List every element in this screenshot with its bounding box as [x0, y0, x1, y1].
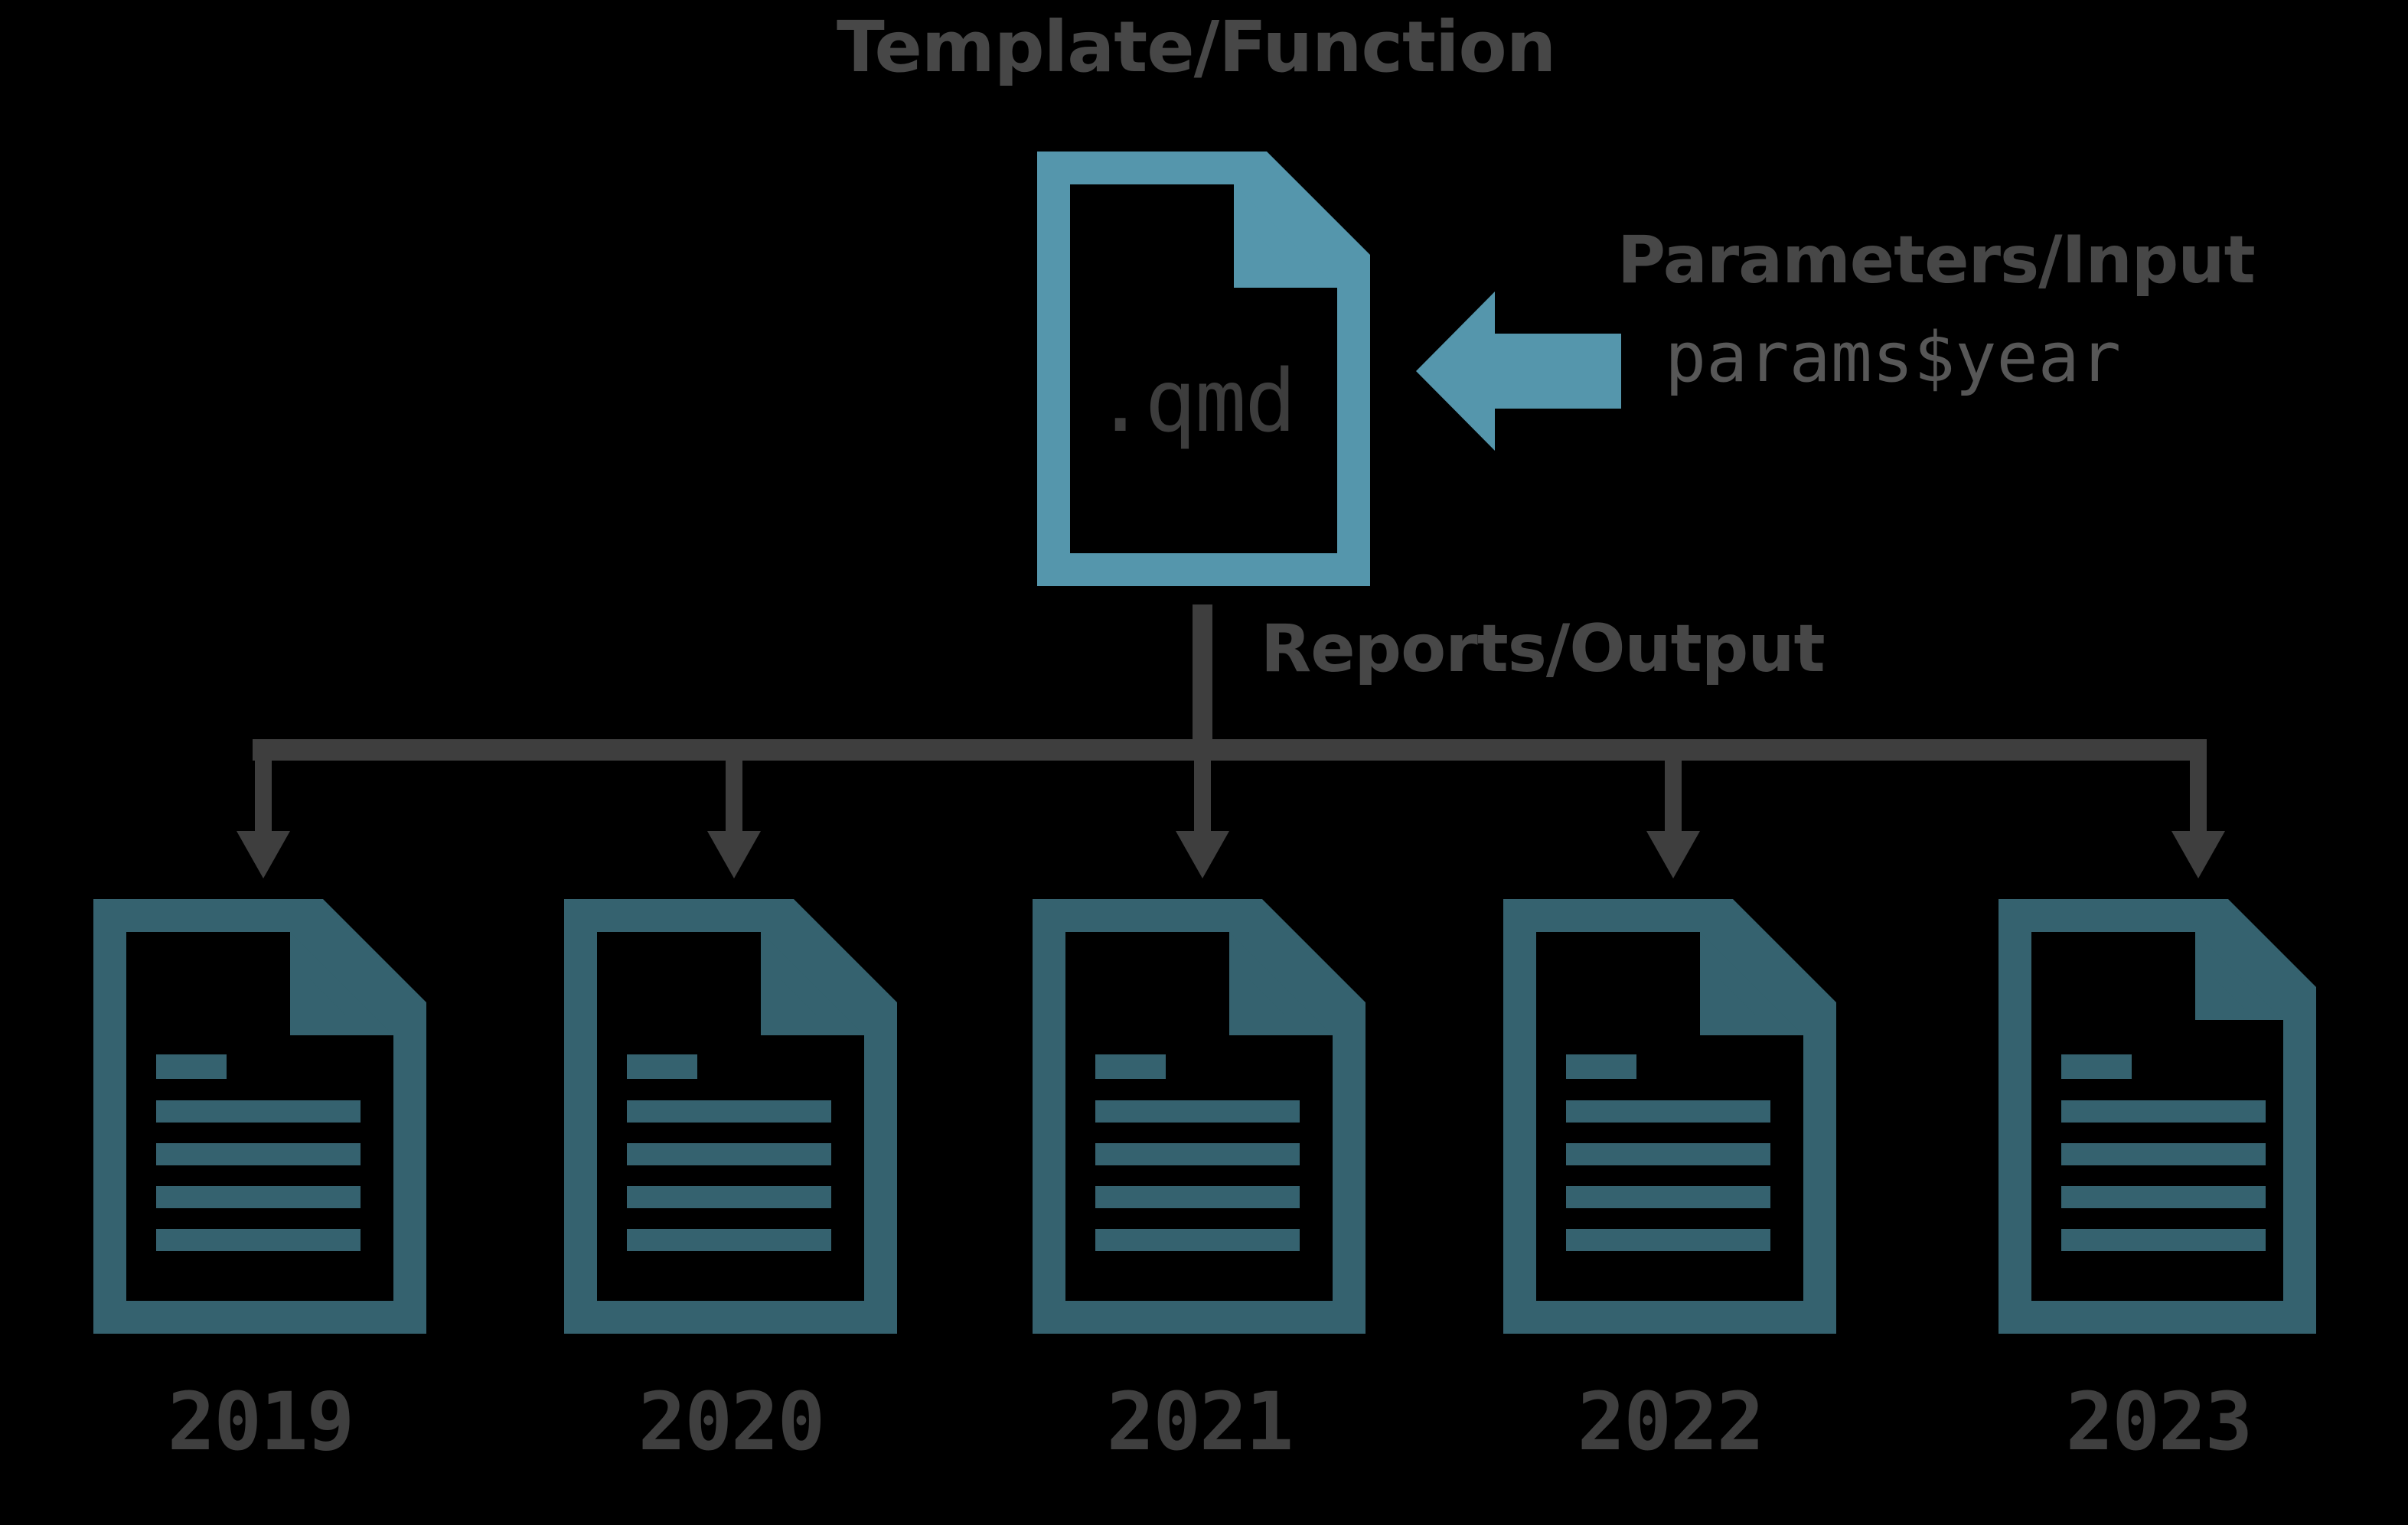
report-line-short-4 — [1566, 1054, 1636, 1079]
report-line-4b — [1566, 1143, 1770, 1165]
parameters-code-label: params$year — [1665, 318, 2122, 398]
report-line-3d — [1095, 1229, 1300, 1251]
report-document-2023[interactable] — [1999, 899, 2316, 1334]
report-line-3b — [1095, 1143, 1300, 1165]
report-document-2022[interactable] — [1503, 899, 1836, 1334]
branch-line-4 — [1665, 761, 1682, 836]
report-line-3c — [1095, 1186, 1300, 1208]
report-document-2019[interactable] — [93, 899, 426, 1334]
report-line-1c — [156, 1186, 361, 1208]
qmd-extension-label: .qmd — [1095, 352, 1297, 451]
report-line-short-5 — [2061, 1054, 2132, 1079]
report-line-5c — [2061, 1186, 2266, 1208]
parameters-label: Parameters/Input — [1617, 222, 2256, 298]
branch-line-1 — [255, 761, 272, 836]
branch-arrowhead-1 — [237, 831, 290, 878]
stem-vertical-line — [1193, 604, 1212, 742]
report-line-1d — [156, 1229, 361, 1251]
report-folded-corner-3 — [1229, 932, 1333, 1035]
output-label: Reports/Output — [1261, 611, 1826, 687]
template-label: Template/Function — [837, 6, 1556, 88]
report-line-5a — [2061, 1100, 2266, 1123]
report-line-4d — [1566, 1229, 1770, 1251]
branch-arrowhead-2 — [707, 831, 761, 878]
report-line-5d — [2061, 1229, 2266, 1251]
year-label-2020: 2020 — [638, 1375, 825, 1468]
report-folded-corner-4 — [1700, 932, 1803, 1035]
report-line-5b — [2061, 1143, 2266, 1165]
report-line-4a — [1566, 1100, 1770, 1123]
report-line-1b — [156, 1143, 361, 1165]
branch-arrowhead-3 — [1176, 831, 1229, 878]
report-line-2d — [627, 1229, 831, 1251]
year-label-2023: 2023 — [2065, 1375, 2253, 1468]
branch-line-2 — [726, 761, 742, 836]
report-line-2b — [627, 1143, 831, 1165]
report-line-3a — [1095, 1100, 1300, 1123]
branch-line-3 — [1194, 761, 1211, 836]
branch-arrowhead-5 — [2171, 831, 2225, 878]
branch-line-5 — [2190, 761, 2207, 836]
report-document-2021[interactable] — [1033, 899, 1366, 1334]
report-line-short-1 — [156, 1054, 227, 1079]
report-page-outline-5 — [1999, 899, 2316, 1334]
report-folded-corner-2 — [761, 932, 864, 1035]
report-line-2c — [627, 1186, 831, 1208]
year-label-2019: 2019 — [167, 1375, 354, 1468]
year-label-2022: 2022 — [1577, 1375, 1764, 1468]
report-document-2020[interactable] — [564, 899, 897, 1334]
report-folded-corner-1 — [290, 932, 393, 1035]
qmd-folded-corner — [1234, 184, 1337, 288]
branch-arrowhead-4 — [1646, 831, 1700, 878]
year-label-2021: 2021 — [1106, 1375, 1294, 1468]
arrow-left-icon — [1416, 292, 1621, 451]
report-line-short-2 — [627, 1054, 697, 1079]
report-line-4c — [1566, 1186, 1770, 1208]
report-line-short-3 — [1095, 1054, 1166, 1079]
report-folded-corner-5 — [2195, 932, 2283, 1020]
report-line-2a — [627, 1100, 831, 1123]
report-line-1a — [156, 1100, 361, 1123]
distribution-bar — [253, 739, 2207, 761]
